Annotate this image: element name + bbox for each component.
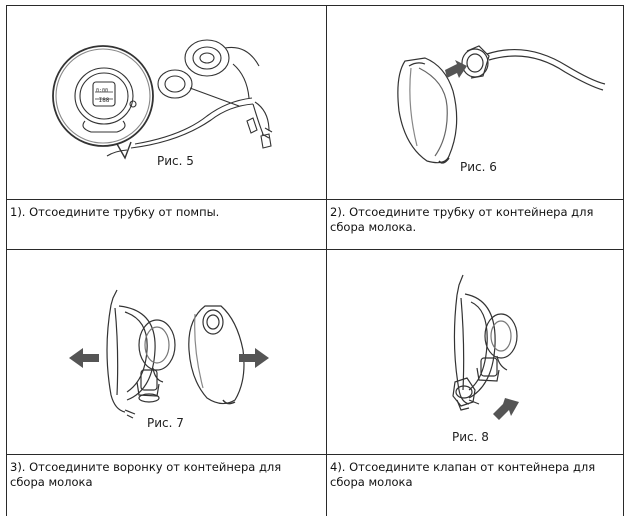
pump-display-reading-2: I88	[99, 97, 110, 104]
figure-5: 0:00 I88 Рис. 5	[7, 6, 326, 199]
step-1-text: 1). Отсоедините трубку от помпы.	[10, 205, 320, 220]
figure-8: Рис. 8	[327, 250, 623, 454]
valve-detach-illustration	[327, 250, 623, 454]
figure-7-caption: Рис. 7	[147, 416, 184, 430]
figure-6-caption: Рис. 6	[460, 160, 497, 174]
pump-with-tubes-illustration: 0:00 I88	[7, 6, 326, 199]
step-4-text: 4). Отсоедините клапан от контейнера для…	[330, 460, 618, 490]
pump-display-reading-1: 0:00	[96, 88, 108, 94]
row-divider-1	[6, 199, 624, 200]
step-3-text: 3). Отсоедините воронку от контейнера дл…	[10, 460, 310, 490]
figure-6: Рис. 6	[327, 6, 623, 199]
arrow-right-icon	[445, 60, 467, 78]
arrow-down-right-icon	[493, 398, 519, 420]
step-2-text: 2). Отсоедините трубку от контейнера для…	[330, 205, 618, 235]
figure-7: Рис. 7	[7, 250, 326, 454]
row-divider-3	[6, 454, 624, 455]
border-right	[623, 5, 624, 516]
arrow-left-icon	[69, 348, 99, 368]
figure-5-caption: Рис. 5	[157, 154, 194, 168]
figure-8-caption: Рис. 8	[452, 430, 489, 444]
